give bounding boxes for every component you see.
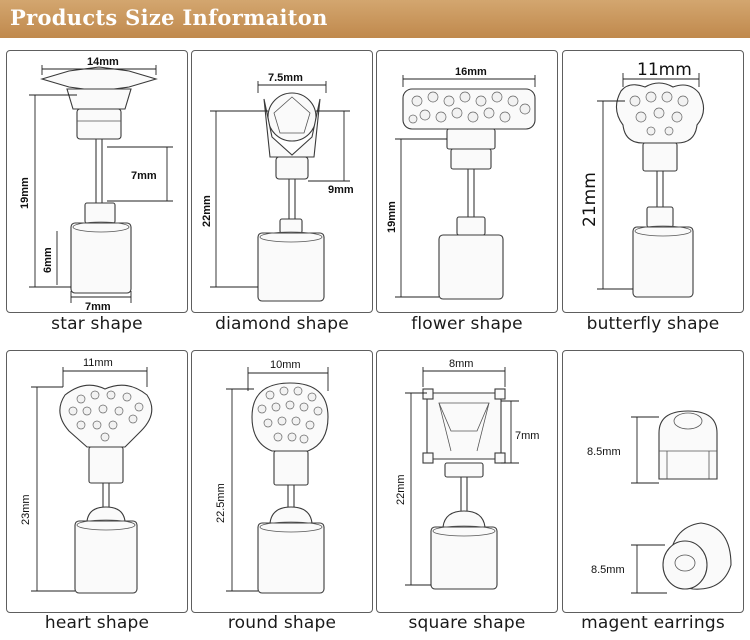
flower-earring-drawing: 16mm 19mm [386,66,536,300]
panel-butterfly-shape: 11mm 21mm [562,50,744,313]
panel-magnet-earrings: 8.5mm 8.5mm [562,350,744,613]
caption-round-shape: round shape [227,613,337,633]
square-earring-sketch [422,388,506,590]
butterfly-width-label: 11mm [637,60,692,80]
flower-width-label: 16mm [455,66,487,78]
star-back-width-label: 7mm [85,301,111,313]
flower-earring-sketch [402,88,536,300]
magnet-top-label: 8.5mm [587,446,621,458]
round-earring-drawing: 10mm 22.5mm [215,359,329,594]
page-title: Products Size Informaiton [10,5,328,30]
magnet-dimensions [631,416,667,594]
caption-magnet-earrings: magent earrings [581,613,725,633]
heart-height-label: 23mm [20,494,32,525]
heart-dimensions [31,367,148,592]
panel-flower-shape: 16mm 19mm [376,50,558,313]
magnet-bottom-label: 8.5mm [591,564,625,576]
star-dimensions [29,65,173,303]
square-earring-drawing: 8mm 7mm 22mm [395,358,539,590]
flower-dimensions [395,75,536,298]
star-earring-drawing: 14mm 19mm 7mm 6mm 7mm [19,56,173,313]
round-earring-sketch [251,382,329,594]
butterfly-earring-sketch [615,82,705,298]
caption-heart-shape: heart shape [44,613,150,633]
flower-height-label: 19mm [386,201,398,233]
diamond-height-label: 22mm [201,195,213,227]
diamond-head-label: 9mm [328,184,354,196]
panel-diamond-shape: 7.5mm 22mm 9mm [191,50,373,313]
panel-star-shape: 14mm 19mm 7mm 6mm 7mm [6,50,188,313]
star-back-height-label: 6mm [42,247,54,273]
heart-earring-sketch [59,384,153,594]
diamond-dimensions [210,81,350,288]
magnet-earring-sketch [658,410,732,590]
square-head-label: 7mm [515,430,539,442]
diamond-earring-sketch [257,92,325,302]
square-height-label: 22mm [395,474,407,505]
caption-flower-shape: flower shape [411,314,523,334]
caption-butterfly-shape: butterfly shape [586,314,720,334]
butterfly-dimensions [597,73,700,290]
star-earring-sketch [40,66,158,294]
magnet-earring-drawing: 8.5mm 8.5mm [587,410,732,594]
butterfly-height-label: 21mm [580,172,600,227]
caption-square-shape: square shape [408,613,526,633]
round-dimensions [226,367,329,592]
caption-star-shape: star shape [51,314,143,334]
square-width-label: 8mm [449,358,473,370]
panel-round-shape: 10mm 22.5mm [191,350,373,613]
round-height-label: 22.5mm [215,483,227,523]
heart-width-label: 11mm [83,357,113,369]
caption-diamond-shape: diamond shape [215,314,349,334]
butterfly-earring-drawing: 11mm 21mm [580,60,705,298]
star-post-label: 7mm [131,170,157,182]
panel-square-shape: 8mm 7mm 22mm [376,350,558,613]
heart-earring-drawing: 11mm 23mm [20,357,153,594]
diamond-earring-drawing: 7.5mm 22mm 9mm [201,72,354,302]
star-height-label: 19mm [19,177,31,209]
square-dimensions [405,367,519,586]
round-width-label: 10mm [270,359,301,371]
panel-heart-shape: 11mm 23mm [6,350,188,613]
diamond-width-label: 7.5mm [268,72,303,84]
star-width-label: 14mm [87,56,119,68]
header-banner: Products Size Informaiton [0,0,750,38]
